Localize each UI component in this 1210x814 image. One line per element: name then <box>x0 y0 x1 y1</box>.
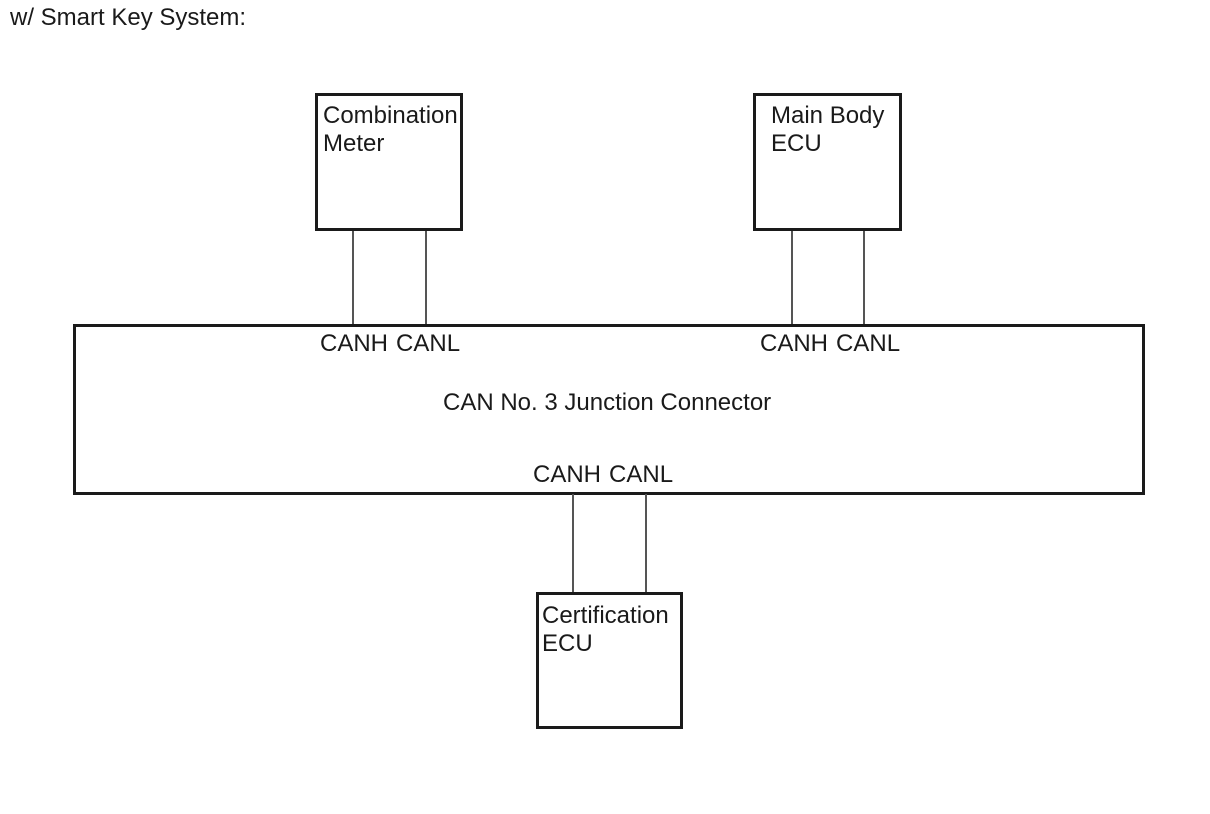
canh-port-label: CANH <box>760 330 829 357</box>
canh-port-label: CANH <box>320 330 389 357</box>
junction-ports-certification-ecu: CANH CANL <box>533 463 673 487</box>
junction-ports-main-body-ecu: CANH CANL <box>760 332 900 356</box>
main-body-ecu-label-line1: Main Body <box>771 102 885 129</box>
combination-meter-box: Combination Meter <box>315 93 463 231</box>
combination-meter-label-line1: Combination <box>323 102 458 129</box>
combination-meter-label-line2: Meter <box>323 130 385 157</box>
canl-port-label: CANL <box>396 330 461 357</box>
certification-ecu-label-line2: ECU <box>542 630 593 657</box>
junction-connector-label: CAN No. 3 Junction Connector <box>443 389 772 416</box>
wire-certification-ecu-canl <box>645 494 647 592</box>
junction-connector-box <box>73 324 1145 495</box>
wire-combination-meter-canh <box>352 231 354 324</box>
wire-certification-ecu-canh <box>572 494 574 592</box>
canh-port-label: CANH <box>533 461 602 488</box>
main-body-ecu-label-line2: ECU <box>771 130 822 157</box>
certification-ecu-box: Certification ECU <box>536 592 683 729</box>
junction-ports-combination-meter: CANH CANL <box>320 332 460 356</box>
wire-main-body-ecu-canl <box>863 231 865 324</box>
canl-port-label: CANL <box>609 461 674 488</box>
main-body-ecu-box: Main Body ECU <box>753 93 902 231</box>
canl-port-label: CANL <box>836 330 901 357</box>
wire-main-body-ecu-canh <box>791 231 793 324</box>
page-title: w/ Smart Key System: <box>10 4 247 31</box>
wire-combination-meter-canl <box>425 231 427 324</box>
certification-ecu-label-line1: Certification <box>542 602 669 629</box>
